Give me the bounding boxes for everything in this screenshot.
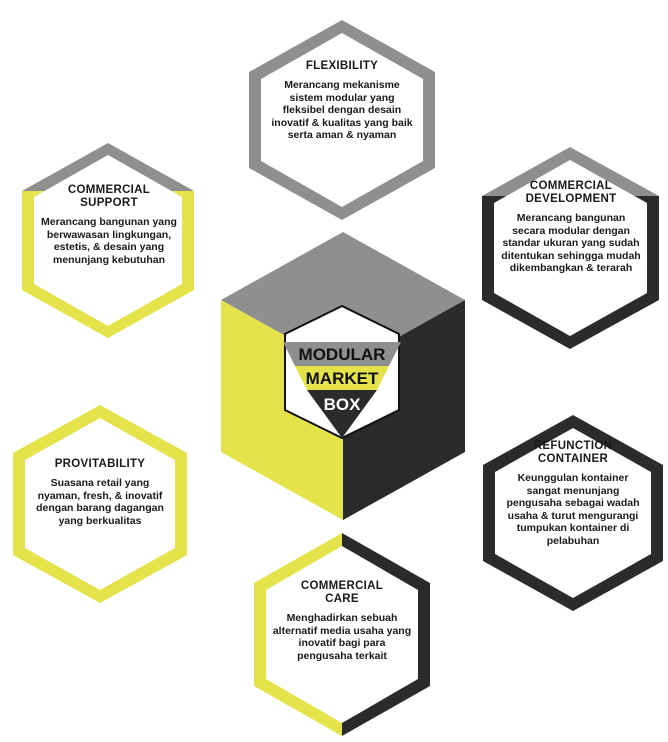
center-cube: MODULAR MARKET BOX [221, 232, 465, 520]
flexibility-title: FLEXIBILITY [305, 60, 379, 72]
hexagon-flexibility-inner [261, 33, 423, 207]
hexagon-commercial-support [22, 143, 194, 338]
commercial-care-title: COMMERCIAL CARE [300, 580, 384, 605]
hexagon-refunction-container-inner [495, 428, 651, 598]
cube-word-modular: MODULAR [299, 345, 386, 364]
provitability-description: Suasana retail yang nyaman, fresh, & ino… [36, 477, 164, 527]
refunction-container-text: REFUNCTION CONTAINER Keunggulan kontaine… [500, 440, 646, 547]
flexibility-text: FLEXIBILITY Merancang mekanisme sistem m… [268, 60, 416, 142]
commercial-development-text: COMMERCIAL DEVELOPMENT Merancang banguna… [500, 180, 642, 275]
hexagon-commercial-development-inner [494, 160, 647, 336]
commercial-support-title: COMMERCIAL SUPPORT [67, 184, 151, 209]
hexagon-commercial-support-inner [34, 155, 182, 326]
hexagon-commercial-care-inner [266, 546, 418, 723]
flexibility-description: Merancang mekanisme sistem modular yang … [271, 79, 413, 141]
hexagon-flexibility [249, 20, 435, 220]
hexagon-provitability-inner [25, 418, 175, 590]
hexagon-provitability [13, 405, 187, 603]
commercial-development-title: COMMERCIAL DEVELOPMENT [525, 180, 617, 205]
hexagon-refunction-container [483, 415, 663, 611]
commercial-care-description: Menghadirkan sebuah alternatif media usa… [272, 612, 412, 662]
cube-band-gray [283, 342, 401, 366]
commercial-support-description: Merancang bangunan yang berwawasan lingk… [41, 216, 177, 266]
provitability-text: PROVITABILITY Suasana retail yang nyaman… [30, 458, 170, 527]
commercial-support-text: COMMERCIAL SUPPORT Merancang bangunan ya… [38, 184, 180, 266]
refunction-container-description: Keunggulan kontainer sangat menunjang pe… [506, 472, 640, 547]
refunction-container-title: REFUNCTION CONTAINER [533, 440, 613, 465]
cube-band-dark [307, 390, 377, 438]
hexagon-commercial-development [482, 147, 659, 349]
cube-word-market: MARKET [306, 369, 379, 388]
cube-word-box: BOX [324, 395, 362, 414]
commercial-development-description: Merancang bangunan secara modular dengan… [501, 212, 641, 274]
provitability-title: PROVITABILITY [54, 458, 146, 470]
commercial-care-text: COMMERCIAL CARE Menghadirkan sebuah alte… [272, 580, 412, 662]
hexagon-commercial-care [254, 533, 430, 736]
cube-band-yellow [295, 366, 389, 390]
